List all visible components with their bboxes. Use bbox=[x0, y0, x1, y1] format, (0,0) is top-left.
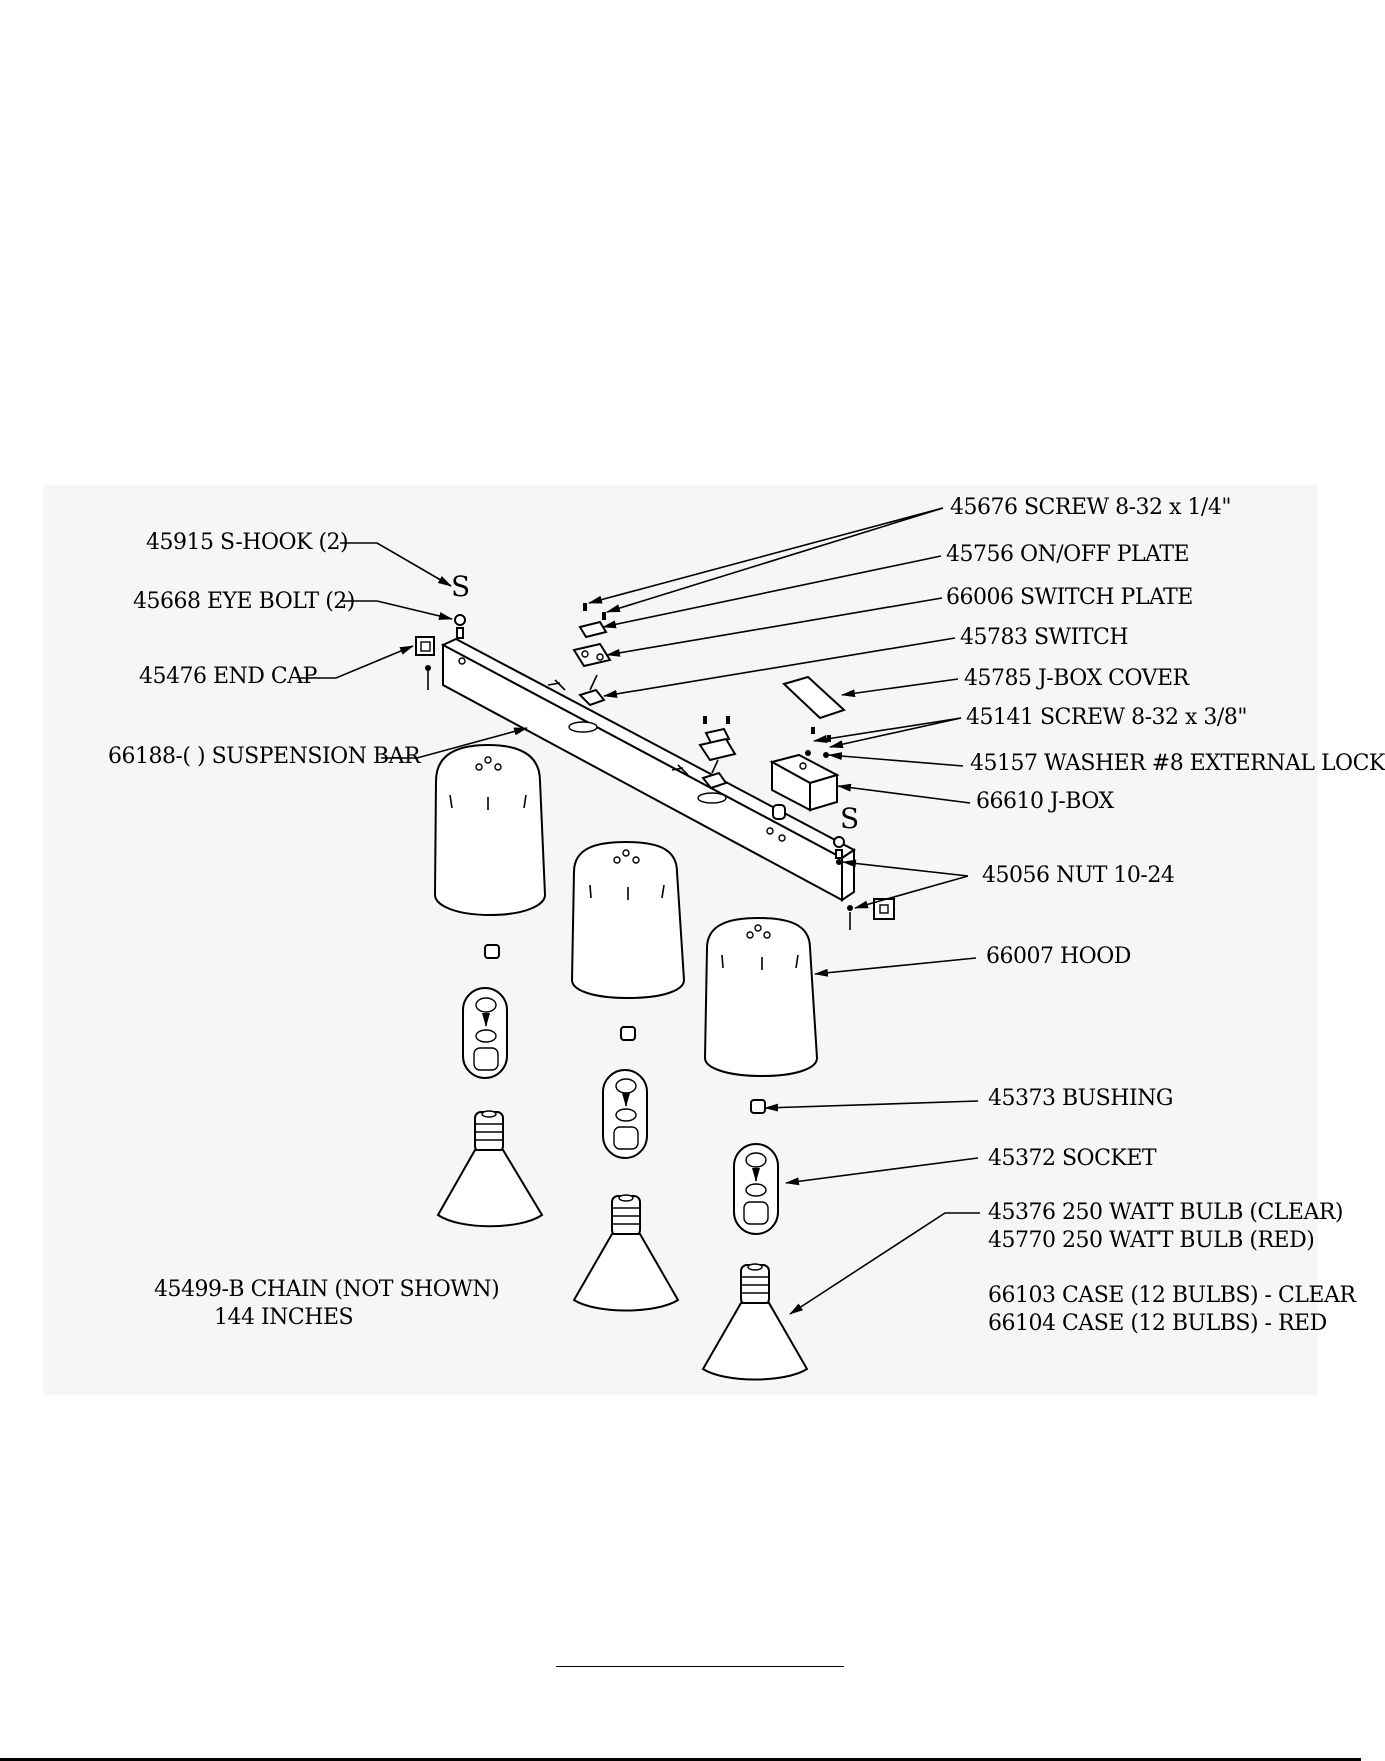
label-j-box: 66610 J-BOX bbox=[976, 789, 1114, 814]
label-s-hook: 45915 S-HOOK (2) bbox=[146, 530, 349, 555]
leader-lines bbox=[300, 507, 980, 1315]
label-socket: 45372 SOCKET bbox=[988, 1146, 1157, 1171]
hood-2 bbox=[570, 840, 686, 1000]
label-screw-3-8: 45141 SCREW 8-32 x 3/8" bbox=[966, 705, 1247, 730]
switch-plate bbox=[572, 642, 737, 762]
socket-3 bbox=[733, 1143, 779, 1235]
label-case-clear: 66103 CASE (12 BULBS) - CLEAR bbox=[988, 1283, 1356, 1308]
label-screw-1-4: 45676 SCREW 8-32 x 1/4" bbox=[950, 495, 1231, 520]
eye-bolt-right bbox=[833, 836, 845, 865]
label-case-red: 66104 CASE (12 BULBS) - RED bbox=[988, 1311, 1327, 1336]
bulb-3 bbox=[701, 1263, 809, 1381]
washers bbox=[805, 750, 829, 758]
label-suspension-bar: 66188-( ) SUSPENSION BAR bbox=[108, 744, 421, 769]
footer-band bbox=[0, 1758, 1361, 1761]
label-switch: 45783 SWITCH bbox=[960, 625, 1129, 650]
switch bbox=[547, 674, 728, 790]
bulb-2 bbox=[572, 1194, 680, 1312]
label-washer: 45157 WASHER #8 EXTERNAL LOCK bbox=[970, 751, 1385, 776]
label-eye-bolt: 45668 EYE BOLT (2) bbox=[133, 589, 355, 614]
label-switch-plate: 66006 SWITCH PLATE bbox=[946, 585, 1193, 610]
end-cap-left bbox=[415, 636, 435, 690]
label-chain-length: 144 INCHES bbox=[214, 1305, 354, 1330]
label-j-box-cover: 45785 J-BOX COVER bbox=[964, 666, 1189, 691]
bulb-1 bbox=[436, 1110, 544, 1228]
s-hook-left-icon: S bbox=[451, 570, 470, 603]
label-bushing: 45373 BUSHING bbox=[988, 1086, 1173, 1111]
j-box bbox=[769, 753, 840, 820]
j-box-cover bbox=[782, 675, 846, 720]
eye-bolt-left bbox=[454, 614, 466, 639]
label-bulb-red: 45770 250 WATT BULB (RED) bbox=[988, 1228, 1315, 1253]
socket-1 bbox=[462, 987, 508, 1079]
label-bulb-clear: 45376 250 WATT BULB (CLEAR) bbox=[988, 1200, 1344, 1225]
s-hook-right-icon: S bbox=[840, 802, 859, 835]
socket-2 bbox=[602, 1069, 648, 1159]
suspension-bar bbox=[440, 637, 856, 902]
end-cap-right bbox=[847, 898, 895, 930]
bushing bbox=[484, 944, 766, 1114]
label-on-off-plate: 45756 ON/OFF PLATE bbox=[946, 542, 1190, 567]
label-hood: 66007 HOOD bbox=[986, 944, 1131, 969]
bottom-rule bbox=[556, 1666, 844, 1667]
hood-1 bbox=[433, 743, 547, 917]
hood-3 bbox=[703, 916, 819, 1078]
label-end-cap: 45476 END CAP bbox=[139, 664, 317, 689]
label-nut: 45056 NUT 10-24 bbox=[982, 863, 1175, 888]
label-chain: 45499-B CHAIN (NOT SHOWN) bbox=[154, 1277, 500, 1302]
